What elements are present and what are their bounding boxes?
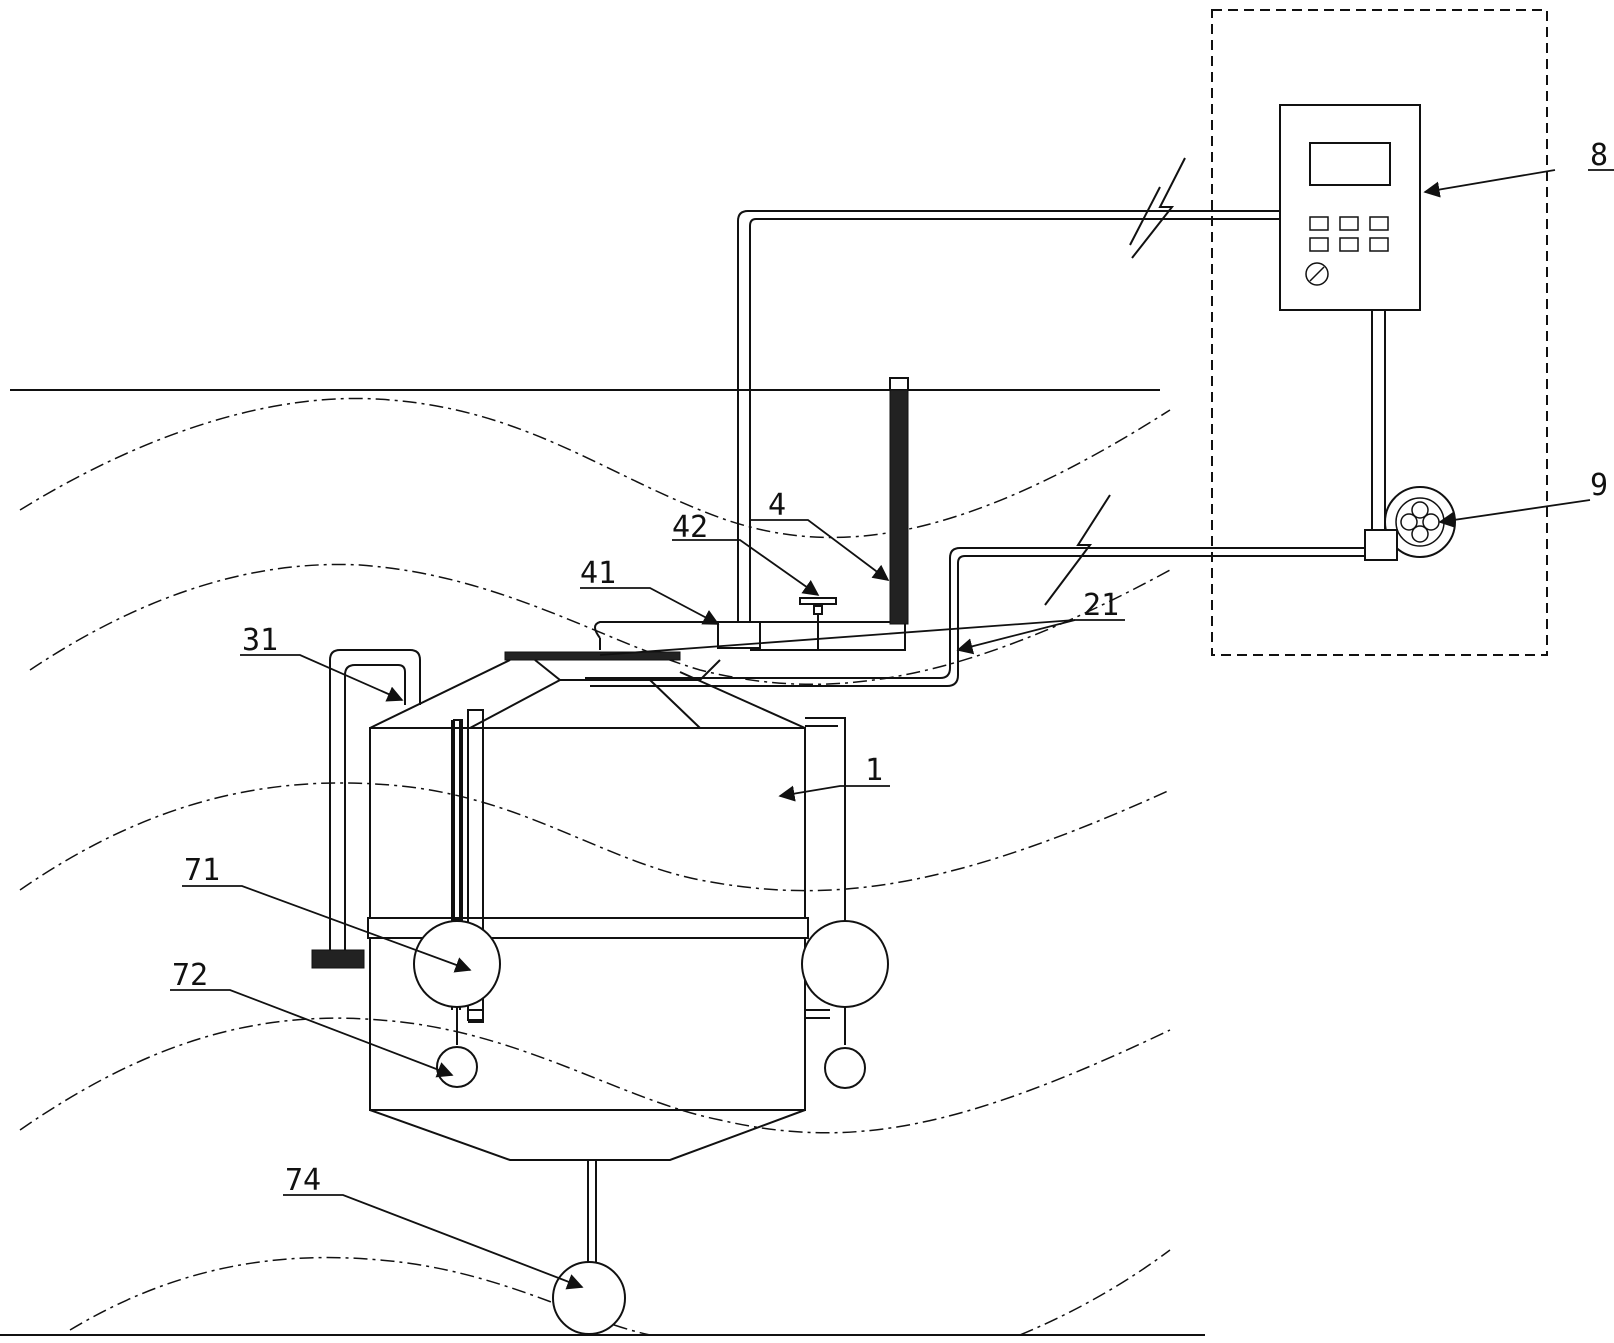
labels: 8 9 4 42 41 21 31 1 71 72 74 <box>172 138 1614 1198</box>
controller-display <box>1309 142 1391 186</box>
float-71 <box>413 920 501 1008</box>
float-72 <box>436 1046 478 1088</box>
top-platform <box>594 377 909 651</box>
air-pipe-21 <box>585 494 1365 687</box>
label-71: 71 <box>184 853 220 888</box>
pump <box>1364 486 1456 561</box>
label-4: 4 <box>768 488 786 523</box>
anchor-float-74 <box>552 1261 626 1335</box>
left-float-assembly <box>413 709 501 1088</box>
label-41: 41 <box>580 556 616 591</box>
controller-keypad <box>1309 216 1389 252</box>
mast-4 <box>889 377 909 625</box>
buoy-body <box>367 651 809 1268</box>
wireless-break-icon <box>1129 186 1161 246</box>
right-float-assembly <box>801 717 889 1089</box>
signal-cable-upper <box>737 157 1280 623</box>
label-74: 74 <box>285 1163 321 1198</box>
label-31: 31 <box>242 623 278 658</box>
label-42: 42 <box>672 510 708 545</box>
control-enclosure <box>1211 9 1548 656</box>
label-21: 21 <box>1083 588 1119 623</box>
controller-pump-pipe <box>1371 310 1386 530</box>
label-8: 8 <box>1590 138 1608 173</box>
controller <box>1279 104 1421 311</box>
label-72: 72 <box>172 958 208 993</box>
controller-knob-icon <box>1305 262 1329 286</box>
wireless-break-icon-lower <box>1044 494 1111 606</box>
leader-lines <box>170 169 1591 1290</box>
valve-42 <box>799 597 837 650</box>
float-right-lower <box>824 1047 866 1089</box>
side-pipe-31 <box>311 649 421 969</box>
label-9: 9 <box>1590 468 1608 503</box>
label-1: 1 <box>865 753 883 788</box>
float-right-upper <box>801 920 889 1008</box>
